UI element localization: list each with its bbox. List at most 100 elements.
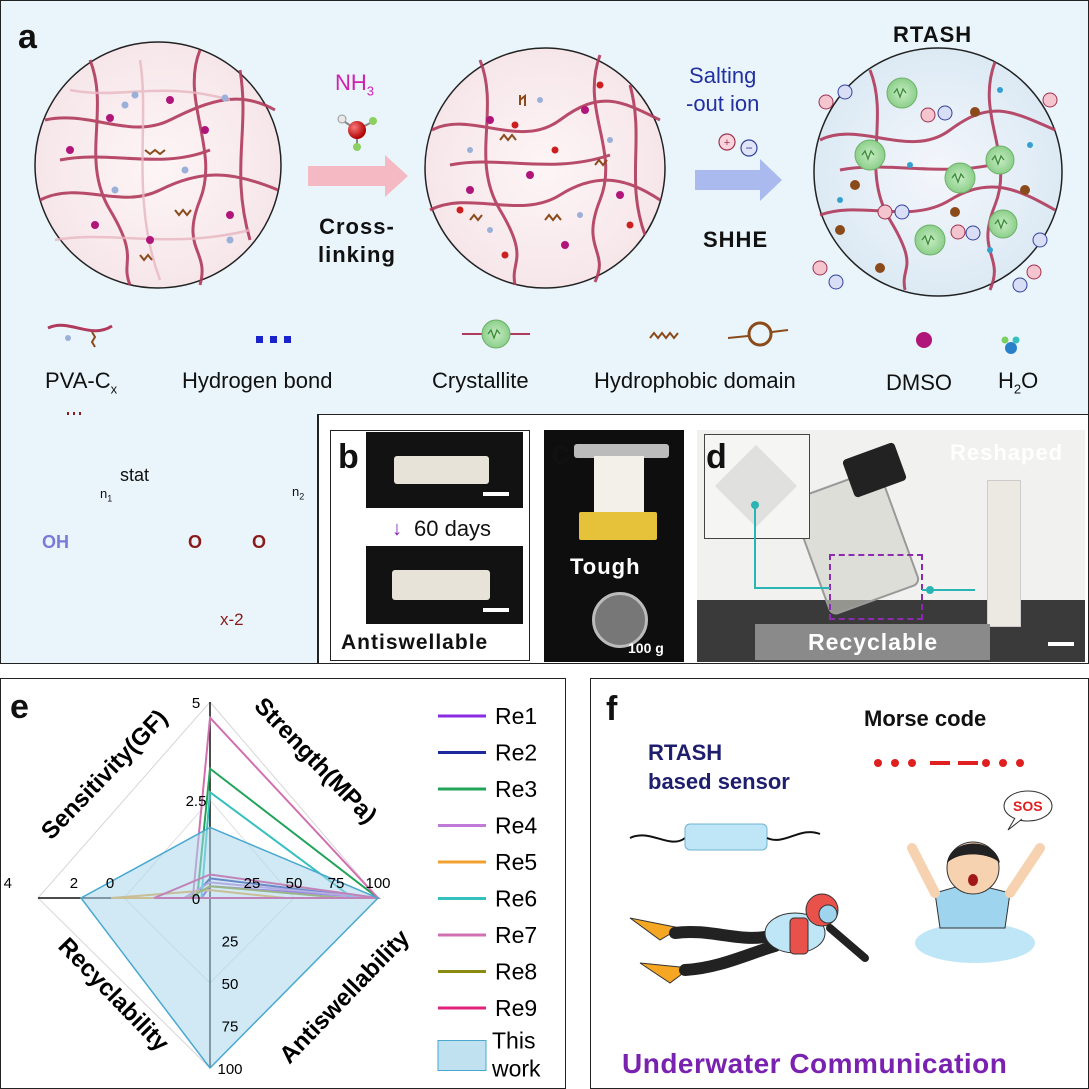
crosslinking-label: Cross- linking <box>318 213 396 269</box>
crosslinking-line-2: linking <box>318 242 396 267</box>
tick-antiswellability: 50 <box>286 875 303 892</box>
sos-person <box>907 790 1053 963</box>
diver <box>629 893 869 984</box>
structure-o2: O <box>252 532 267 552</box>
legend-label-this-work-1: This <box>492 1028 535 1054</box>
structure-n1: n1 <box>100 486 112 504</box>
panel-b-photo-before <box>366 432 523 508</box>
days-label: 60 days <box>414 516 492 541</box>
radar-series-this-work <box>79 826 380 1070</box>
salting-out-ions: + − <box>718 133 758 157</box>
morse-title: Morse code <box>864 706 987 731</box>
svg-text:+: + <box>724 137 730 149</box>
scale-bar <box>483 492 509 496</box>
legend-h2o-h: H <box>998 368 1014 393</box>
panel-d-inset <box>704 434 810 539</box>
axis-title-sensitivity: Sensitivity(GF) <box>36 704 173 845</box>
nh3-molecule <box>337 114 377 151</box>
underwater-communication: Underwater Communication <box>622 1048 1008 1079</box>
panel-e-label: e <box>10 688 29 726</box>
tick-recyclability: 75 <box>222 1019 239 1036</box>
network-circle-2 <box>424 47 666 289</box>
tick-sensitivity: 4 <box>4 875 12 892</box>
sensor-device <box>629 823 821 851</box>
legend-label-re3: Re3 <box>495 776 537 802</box>
legend-label-re6: Re6 <box>495 886 537 912</box>
binder-clip <box>579 512 657 540</box>
legend-crystallite: Crystallite <box>432 368 529 393</box>
panel-f-label: f <box>606 690 618 728</box>
legend-icons <box>47 319 1020 354</box>
structure-x2: x-2 <box>220 610 244 629</box>
antiswellable-label: Antiswellable <box>341 631 489 654</box>
salting-out-arrow <box>695 159 782 201</box>
svg-text:−: − <box>745 141 752 155</box>
panel-a-label: a <box>18 18 37 56</box>
panel-f-illustration <box>629 759 1053 984</box>
tick-strength: 2.5 <box>186 793 207 810</box>
panel-d-photo <box>697 430 1085 662</box>
weight-label: 100 g <box>628 640 664 656</box>
sos-label: SOS <box>1013 798 1043 814</box>
legend-label-re8: Re8 <box>495 959 537 985</box>
legend-pva-text: PVA-C <box>45 368 111 393</box>
tick-recyclability: 25 <box>222 934 239 951</box>
tick-antiswellability: 25 <box>244 875 261 892</box>
panel-a-structure-box <box>0 414 318 664</box>
crosslinking-arrow <box>308 155 408 197</box>
tick-sensitivity: 2 <box>70 875 78 892</box>
legend-label-re1: Re1 <box>495 703 537 729</box>
scale-bar <box>483 608 509 612</box>
panel-a-diagram: + − <box>34 41 1063 415</box>
structure-n2-text: n <box>292 484 300 499</box>
weight <box>592 592 648 648</box>
structure-oh: OH <box>42 532 69 552</box>
salting-line-2: -out ion <box>686 91 760 116</box>
recyclable-label: Recyclable <box>808 629 939 655</box>
legend-label-re5: Re5 <box>495 849 537 875</box>
legend-pva: PVA-Cx <box>45 368 117 396</box>
crosslinking-line-1: Cross- <box>319 214 395 239</box>
tick-strength: 5 <box>192 695 200 712</box>
legend-label-re9: Re9 <box>495 995 537 1021</box>
panel-c-label: c <box>551 434 570 472</box>
salting-out-label: Salting -out ion <box>686 62 759 118</box>
structure-stat: stat <box>120 465 150 485</box>
days-arrow-icon: ↓ <box>392 518 402 540</box>
tough-label: Tough <box>570 554 641 579</box>
nh3-text: NH <box>335 70 367 95</box>
sensor-line-1: RTASH <box>648 740 723 765</box>
structure-n2-sub: 2 <box>299 491 305 502</box>
legend-label-re4: Re4 <box>495 813 537 839</box>
tick-antiswellability: 100 <box>365 875 390 892</box>
structure-n1-text: n <box>100 486 108 501</box>
scale-bar <box>1048 642 1074 646</box>
morse-code <box>874 759 1024 767</box>
structure-n2: n2 <box>292 484 304 502</box>
legend-label-this-work-2: work <box>491 1056 541 1082</box>
tick-antiswellability: 75 <box>328 875 345 892</box>
hydrogel-strip <box>392 570 490 600</box>
structure-o1: O <box>188 532 203 552</box>
legend-hbond: Hydrogen bond <box>182 368 333 393</box>
rtash-title: RTASH <box>893 22 973 47</box>
sensor-label: RTASH based sensor <box>648 738 790 796</box>
tick-recyclability: 100 <box>217 1061 242 1078</box>
panel-b-label: b <box>338 438 359 476</box>
tick-recyclability: 50 <box>222 976 239 993</box>
reshaped-strip <box>987 480 1021 627</box>
salting-line-1: Salting <box>689 63 757 88</box>
legend-label-re2: Re2 <box>495 740 537 766</box>
nh3-label: NH3 <box>335 70 374 98</box>
legend-pva-sub: x <box>110 381 118 397</box>
tick-sensitivity: 0 <box>106 875 114 892</box>
recyclable-banner <box>755 624 990 660</box>
legend-h2o-sub: 2 <box>1013 381 1022 397</box>
panel-b-photo-after <box>366 546 523 624</box>
hydrogel-sample <box>594 456 644 516</box>
panel-d-label: d <box>706 438 727 476</box>
tick-strength: 0 <box>192 891 200 908</box>
panel-c-photo <box>544 430 684 662</box>
legend-hydrophobic: Hydrophobic domain <box>594 368 796 393</box>
